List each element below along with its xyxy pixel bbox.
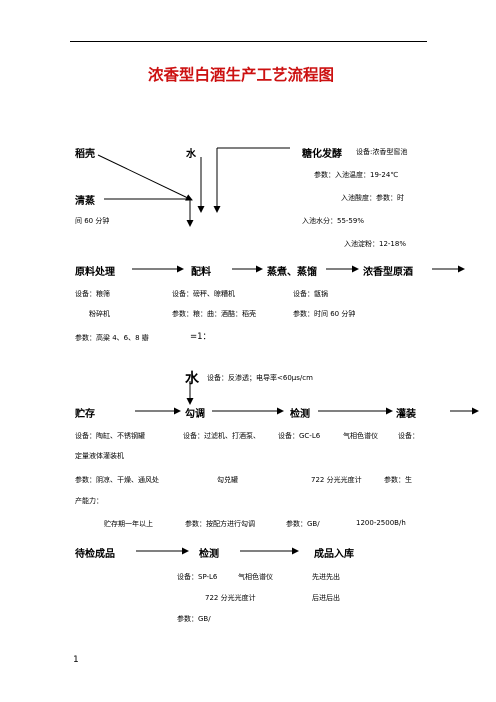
param-raw: 参数：高粱 4、6、8 瓣 [75,334,149,342]
header-rule [70,41,427,42]
water2-label: 水 [185,371,199,387]
step-storage: 贮存 [75,409,95,420]
row4-l1-b: 气相色谱仪 [238,573,273,581]
starch-param: 入池淀粉：12-18% [344,240,406,248]
husk-label: 稻壳 [75,149,95,160]
line1-e: 设备： [398,432,419,440]
ferment-params: 参数：入池温度：19-24℃ [314,171,399,179]
line5-b: 参数：按配方进行勾调 [185,520,255,528]
step-raw-processing: 原料处理 [75,267,115,278]
row4-l1-c: 先进先出 [312,573,340,581]
equip-mix: 设备：磅秤、晾糟机 [172,290,235,298]
crusher: 粉碎机 [89,310,110,318]
water-label: 水 [186,149,196,160]
line3-d: 参数：生 [384,476,412,484]
step-raw-liquor: 浓香型原酒 [363,267,413,278]
step-filling: 灌装 [396,409,416,420]
step-mixing: 配料 [191,267,211,278]
steam-label: 清蒸 [75,196,95,207]
time-param: 间 60 分钟 [75,217,110,225]
row4-l1-a: 设备：SP-L6 [177,573,218,581]
page-number: 1 [73,655,79,665]
row4-l2-b: 后进后出 [312,594,340,602]
ferment-equipment: 设备:浓香型窖池 [356,148,408,156]
line3-c: 722 分光光度计 [311,476,362,484]
line1-a: 设备：陶缸、不锈钢罐 [75,432,145,440]
moisture-param: 入池水分：55-59% [302,217,364,225]
page-title: 浓香型白酒生产工艺流程图 [148,66,335,84]
param-mix: 参数：粮：曲：酒醅：稻壳 [172,310,256,318]
line3-b: 勾兑罐 [217,476,238,484]
line2: 定量液体灌装机 [75,452,124,460]
line5-c: 参数：GB/ [286,520,320,528]
step-testing: 检测 [290,409,310,420]
step-final-testing: 检测 [199,549,219,560]
water2-equipment: 设备：反渗透；电导率<60μs/cm [207,374,313,382]
line1-d: 气相色谱仪 [343,432,378,440]
step-steaming: 蒸煮、蒸馏 [267,267,317,278]
ratio: =1： [190,332,212,342]
param-steam: 参数：时间 60 分钟 [293,310,356,318]
line1-c: 设备：GC-L6 [278,432,321,440]
row4-l2-a: 722 分光光度计 [205,594,256,602]
equip-raw: 设备：粮筛 [75,290,110,298]
ferment-label: 糖化发酵 [302,149,342,160]
step-warehouse: 成品入库 [314,549,354,560]
line5-d: 1200-2500B/h [356,519,406,527]
row4-l3: 参数：GB/ [177,615,211,623]
step-blending: 勾调 [185,409,205,420]
line1-b: 设备：过滤机、打酒泵、 [183,432,260,440]
equip-steam: 设备：甑锅 [293,290,328,298]
line5-a: 贮存期一年以上 [104,520,153,528]
husk-arrow [97,154,193,201]
acidity-param: 入池酸度：参数：时 [341,194,404,202]
line3-a: 参数：阴凉、干燥、通风处 [75,476,159,484]
step-pending: 待检成品 [75,549,115,560]
line4: 产能力： [75,497,103,505]
